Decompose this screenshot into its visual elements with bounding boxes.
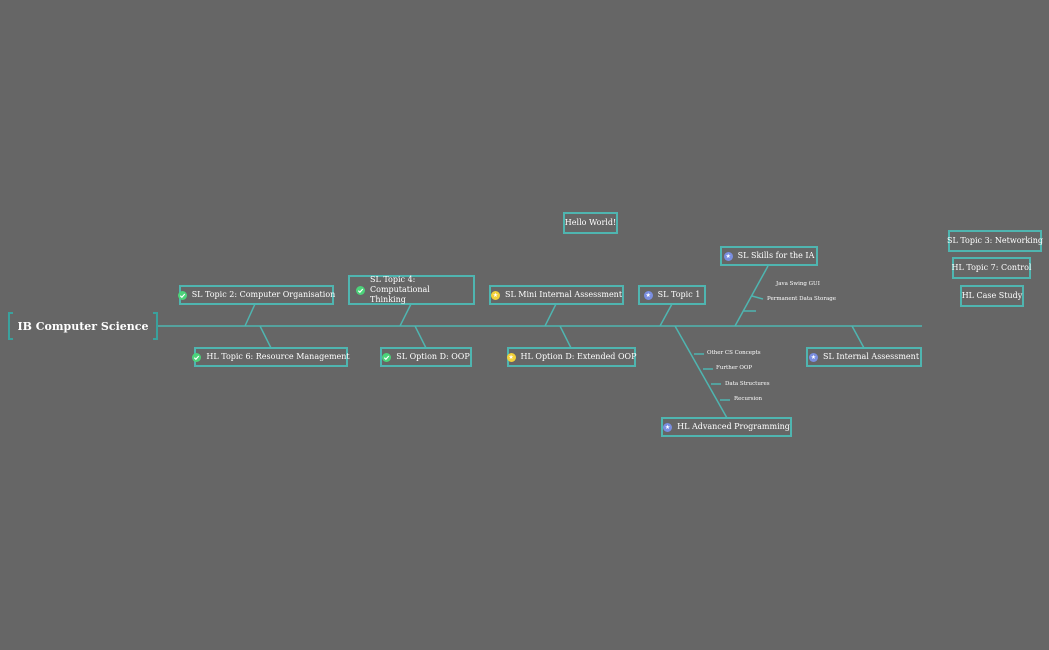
floating-hello-world[interactable]: Hello World! [563, 212, 618, 234]
branch-line-skills [734, 265, 769, 327]
todo-star-icon: ★ [723, 251, 733, 261]
floating-control[interactable]: HL Topic 7: Control [952, 257, 1031, 279]
topic-label: SL Topic 2: Computer Organisation [191, 290, 336, 299]
topic-advanced-programming[interactable]: ★ HL Advanced Programming [661, 417, 792, 437]
subtopic-other-cs-concepts[interactable]: Other CS Concepts [707, 350, 761, 356]
floating-networking[interactable]: SL Topic 3: Networking [947, 230, 1044, 252]
root-bracket-left [8, 312, 13, 340]
topic-mini-internal-assessment[interactable]: ★ SL Mini Internal Assessment [489, 285, 624, 305]
branch-line-extended-oop [559, 325, 572, 349]
subtopic-permanent-data-storage[interactable]: Permanent Data Storage [767, 296, 837, 302]
topic-sl-topic-1[interactable]: ★ SL Topic 1 [638, 285, 706, 305]
in-progress-star-icon: ★ [490, 290, 500, 300]
topic-label: HL Option D: Extended OOP [520, 352, 637, 361]
floating-label: SL Topic 3: Networking [947, 236, 1044, 245]
subtopic-recursion[interactable]: Recursion [734, 396, 763, 402]
done-check-icon [382, 352, 392, 362]
topic-label: SL Internal Assessment [822, 352, 920, 361]
floating-label: Hello World! [564, 218, 617, 227]
done-check-icon [356, 285, 365, 295]
topic-computer-organisation[interactable]: SL Topic 2: Computer Organisation [177, 285, 336, 305]
root-bracket-right [153, 312, 158, 340]
root-title: IB Computer Science [17, 319, 149, 333]
topic-computational-thinking[interactable]: SL Topic 4: Computational Thinking [348, 275, 475, 305]
topic-label: SL Skills for the IA [737, 251, 815, 260]
in-progress-star-icon: ★ [506, 352, 516, 362]
branch-line-advanced [674, 325, 728, 419]
topic-label: HL Topic 6: Resource Management [206, 352, 350, 361]
branch-line-topic1 [659, 303, 673, 327]
topic-label: SL Topic 1 [657, 290, 701, 299]
topic-skills-for-ia[interactable]: ★ SL Skills for the IA [720, 246, 818, 266]
subtopic-java-swing-gui[interactable]: Java Swing GUI [776, 281, 820, 287]
todo-star-icon: ★ [808, 352, 818, 362]
topic-option-d-oop[interactable]: SL Option D: OOP [380, 347, 472, 367]
done-check-icon [177, 290, 187, 300]
subtopic-further-oop[interactable]: Further OOP [716, 365, 753, 371]
todo-star-icon: ★ [643, 290, 653, 300]
done-check-icon [192, 352, 202, 362]
todo-star-icon: ★ [663, 422, 673, 432]
subtopic-data-structures[interactable]: Data Structures [725, 381, 770, 387]
topic-label: SL Topic 4: Computational Thinking [370, 275, 430, 304]
branch-line-mini-ia [544, 303, 557, 327]
branch-line-topic2 [244, 303, 256, 327]
floating-label: HL Case Study [961, 291, 1023, 300]
branch-line-option-d [414, 325, 427, 349]
branch-line-topic6 [259, 325, 272, 349]
branch-line-internal-assessment [851, 325, 865, 349]
root-topic[interactable]: IB Computer Science [8, 312, 158, 340]
branch-line-topic4 [399, 303, 412, 327]
sub-line-java [751, 295, 764, 300]
topic-label: SL Mini Internal Assessment [504, 290, 623, 299]
topic-resource-management[interactable]: HL Topic 6: Resource Management [192, 347, 350, 367]
topic-label: HL Advanced Programming [677, 422, 790, 431]
floating-label: HL Topic 7: Control [951, 263, 1032, 272]
floating-case-study[interactable]: HL Case Study [960, 285, 1024, 307]
topic-extended-oop[interactable]: ★ HL Option D: Extended OOP [506, 347, 637, 367]
topic-label: SL Option D: OOP [396, 352, 470, 361]
topic-internal-assessment[interactable]: ★ SL Internal Assessment [806, 347, 922, 367]
